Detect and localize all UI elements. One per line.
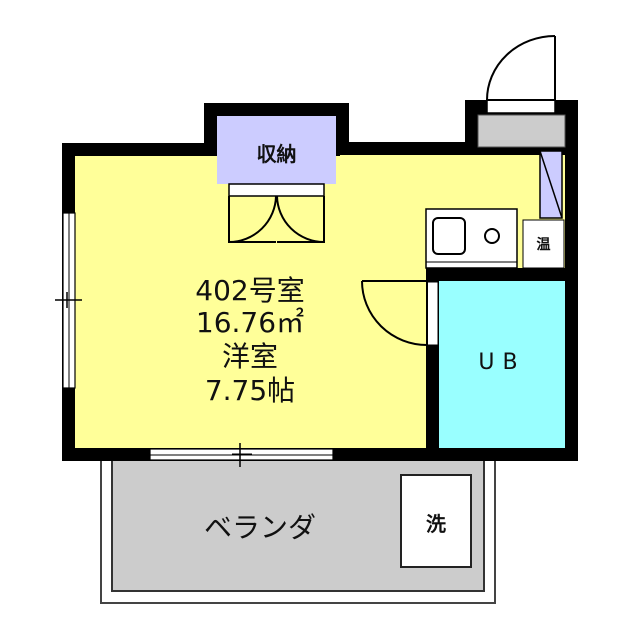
balcony (100, 454, 496, 604)
sink-icon (432, 217, 466, 255)
kitchen-counter (425, 208, 518, 269)
water-heater (522, 219, 565, 269)
entry-door-frame (486, 99, 556, 114)
left-window (55, 212, 82, 389)
unit-bath (439, 281, 565, 448)
room-area: 16.76㎡ (195, 306, 305, 339)
closet (217, 116, 336, 184)
closet-doors (228, 195, 325, 243)
washer-space (400, 474, 472, 568)
room-number: 402号室 (195, 274, 305, 307)
western-room (75, 155, 565, 448)
room-size: 7.75帖 (204, 374, 296, 407)
washer-label: 洗 (426, 512, 446, 536)
balcony-window (149, 443, 334, 467)
bath-door-frame (426, 281, 439, 346)
entry-door[interactable] (486, 35, 556, 101)
water-heater-label: 温 (536, 237, 551, 253)
balcony-label: ベランダ (203, 511, 316, 544)
closet-label: 収納 (256, 142, 297, 166)
bath-label: UB (478, 350, 526, 375)
closet-door-frame (228, 183, 325, 197)
entrance (477, 114, 566, 148)
stove-burner-icon (484, 228, 500, 244)
shoe-cabinet (539, 150, 563, 219)
bath-door[interactable] (361, 280, 428, 346)
room-type: 洋室 (221, 340, 278, 373)
